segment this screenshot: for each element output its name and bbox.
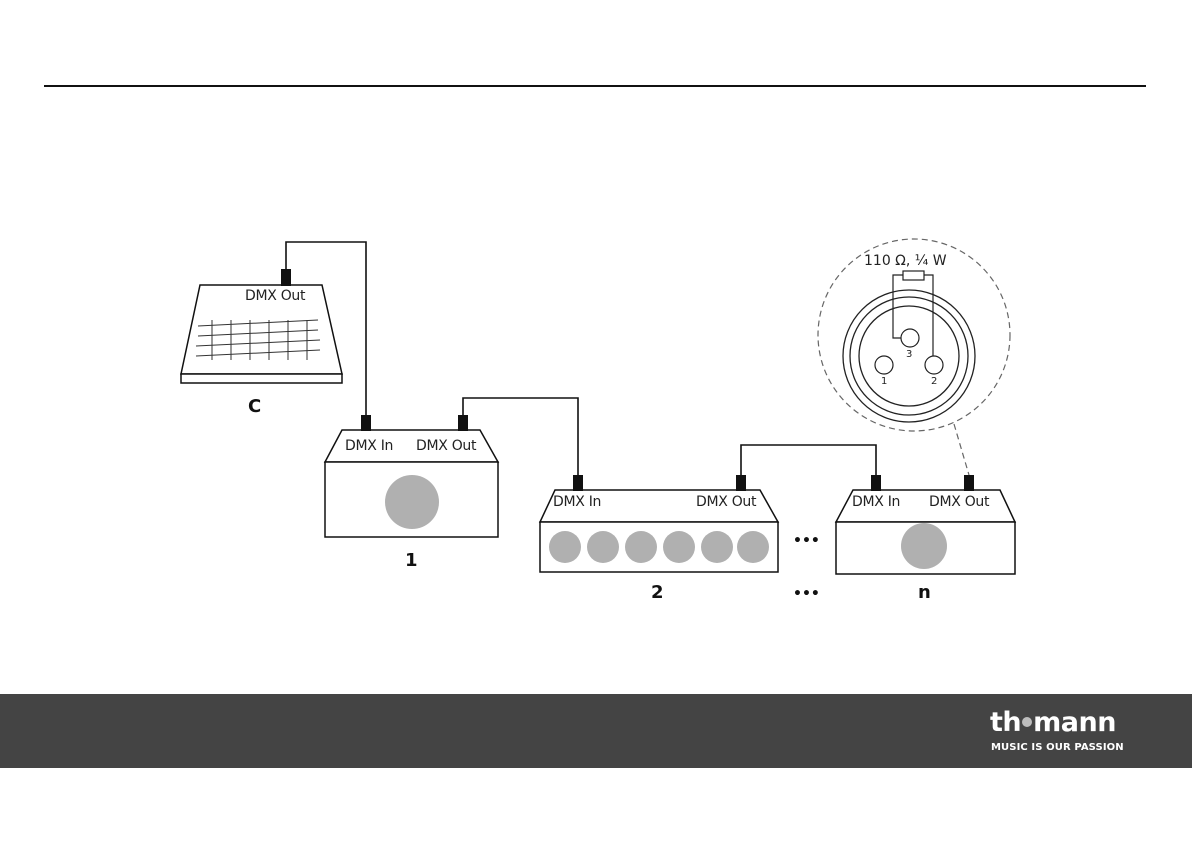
device-2-lamp — [701, 531, 733, 563]
terminator-detail: 1 2 3 110 Ω, ¼ W — [818, 239, 1010, 475]
device-n-out-label: DMX Out — [929, 494, 990, 510]
xlr-pin-2-label: 2 — [931, 376, 937, 387]
xlr-pin-3 — [901, 329, 919, 347]
device-n-in-label: DMX In — [852, 494, 900, 510]
connector-n-in — [871, 475, 881, 491]
device-2: DMX In DMX Out 2 — [540, 490, 778, 603]
device-2-lamp — [737, 531, 769, 563]
device-1-in-label: DMX In — [345, 438, 393, 454]
logo-dot-icon — [1022, 717, 1032, 727]
connector-1-out — [458, 415, 468, 431]
device-n: DMX In DMX Out n — [836, 490, 1015, 603]
terminator-callout-line — [954, 424, 969, 475]
controller-base — [181, 374, 342, 383]
brand-logo-part: th — [990, 707, 1021, 738]
device-1-lamp — [385, 475, 439, 529]
device-2-out-label: DMX Out — [696, 494, 757, 510]
cable-2-to-n — [741, 445, 876, 475]
controller: DMX Out C — [181, 285, 342, 417]
device-2-lamp — [663, 531, 695, 563]
brand-tagline: MUSIC IS OUR PASSION — [991, 742, 1124, 753]
brand-logo-part: mann — [1033, 707, 1116, 738]
resistor-symbol — [903, 271, 924, 280]
connector-n-out — [964, 475, 974, 491]
connector-controller-out — [281, 269, 291, 286]
device-2-lamp — [625, 531, 657, 563]
device-2-id-label: 2 — [651, 582, 664, 603]
xlr-pin-2 — [925, 356, 943, 374]
connector-2-out — [736, 475, 746, 491]
device-n-lamp — [901, 523, 947, 569]
connector-2-in — [573, 475, 583, 491]
xlr-pin-1-label: 1 — [881, 376, 887, 387]
connector-1-in — [361, 415, 371, 431]
xlr-pin-3-label: 3 — [906, 349, 912, 360]
device-2-in-label: DMX In — [553, 494, 601, 510]
device-1-out-label: DMX Out — [416, 438, 477, 454]
resistor-label: 110 Ω, ¼ W — [864, 253, 947, 269]
device-1-id-label: 1 — [405, 550, 418, 571]
device-n-id-label: n — [918, 582, 931, 603]
controller-out-label: DMX Out — [245, 288, 306, 304]
xlr-pin-1 — [875, 356, 893, 374]
chain-ellipsis-bottom: ••• — [793, 586, 820, 602]
chain-ellipsis-top: ••• — [793, 533, 820, 549]
device-2-lamp — [549, 531, 581, 563]
device-1: DMX In DMX Out 1 — [325, 430, 498, 571]
device-2-lamp — [587, 531, 619, 563]
controller-id-label: C — [248, 396, 261, 417]
